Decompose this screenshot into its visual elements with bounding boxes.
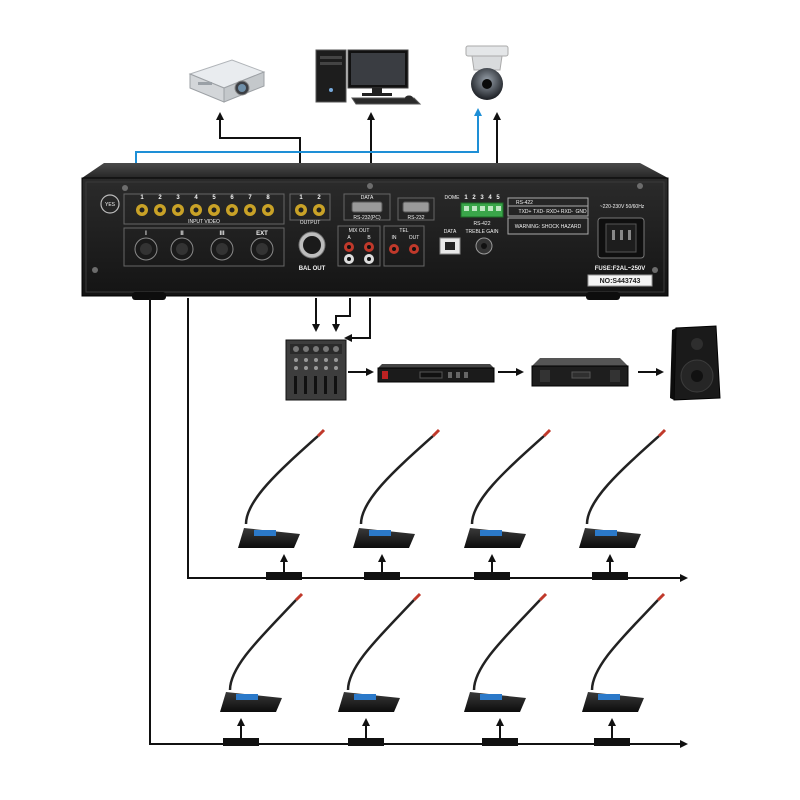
input-num-5: 5 — [212, 195, 216, 201]
mix-out-b: B — [367, 235, 371, 241]
power-amplifier — [531, 358, 629, 387]
conference-mic — [464, 428, 552, 580]
svg-text:TXD+: TXD+ — [519, 209, 532, 215]
mix-out-a: A — [347, 235, 351, 241]
svg-text:3: 3 — [480, 195, 484, 201]
mic-input-label-1: I — [145, 231, 147, 237]
svg-text:RXD-: RXD- — [561, 209, 574, 215]
projector — [188, 59, 266, 103]
mic-input-label-3: III — [219, 231, 224, 237]
input-num-2: 2 — [158, 195, 162, 201]
output-num-1: 1 — [299, 195, 303, 201]
svg-text:2: 2 — [472, 195, 476, 201]
fuse-label: FUSE:F2AL~250V — [595, 266, 646, 272]
input-video-jacks — [136, 204, 274, 216]
dome-numbers: 1 2 3 4 5 — [464, 195, 500, 201]
input-num-3: 3 — [176, 195, 180, 201]
mic-input-label-ext: EXT — [256, 231, 268, 237]
mic-bus-upper — [187, 298, 688, 582]
rs232-pc-label: RS-232(PC) — [353, 215, 381, 221]
tel-label: TEL — [399, 228, 408, 234]
input-num-8: 8 — [266, 195, 270, 201]
mic-row-lower — [220, 592, 666, 746]
input-num-4: 4 — [194, 195, 198, 201]
svg-text:5: 5 — [496, 195, 500, 201]
treble-gain-label: TREBLE GAIN — [465, 229, 498, 235]
conference-mic — [582, 592, 666, 746]
main-unit: YES 1 2 3 4 5 6 7 8 INPUT VIDEO I — [81, 163, 669, 300]
warning-label: WARNING: SHOCK HAZARD — [515, 224, 582, 230]
svg-text:RXD+: RXD+ — [546, 209, 560, 215]
bal-out-label: BAL OUT — [299, 266, 326, 272]
mic-inputs: I II III EXT — [134, 231, 274, 261]
tel-link — [344, 298, 371, 342]
svg-text:TXD-: TXD- — [533, 209, 545, 215]
mic-row-upper — [238, 428, 667, 580]
svg-text:RS-422: RS-422 — [516, 200, 533, 206]
conference-mic — [579, 428, 667, 580]
tel-out: OUT — [409, 235, 420, 241]
tel-in: IN — [392, 235, 397, 241]
computer — [315, 49, 422, 105]
rs422-table-cols: TXD+ TXD- RXD+ RXD- GND — [519, 209, 587, 215]
conference-mic — [338, 592, 422, 746]
audio-mixer — [285, 339, 347, 401]
projector-link — [216, 112, 301, 172]
signal-processor — [377, 364, 495, 383]
input-video-label: INPUT VIDEO — [188, 219, 220, 225]
mix-out-label: MIX OUT — [349, 228, 370, 234]
output-num-2: 2 — [317, 195, 321, 201]
conference-mic — [353, 428, 441, 580]
svg-text:GND: GND — [575, 209, 587, 215]
conference-mic — [464, 592, 548, 746]
input-num-7: 7 — [248, 195, 252, 201]
svg-text:1: 1 — [464, 195, 468, 201]
dome-label: DOME — [445, 195, 461, 201]
power-label: ~220-230V 50/60Hz — [600, 204, 645, 210]
input-video-numbers: 1 2 3 4 5 6 7 8 — [140, 195, 270, 201]
conference-mic — [238, 428, 326, 580]
dome-camera — [465, 45, 509, 100]
data-label: DATA — [361, 195, 374, 201]
input-num-6: 6 — [230, 195, 234, 201]
rs422-label: RS-422 — [474, 221, 491, 227]
svg-text:YES: YES — [105, 202, 116, 208]
mic-input-label-2: II — [180, 231, 184, 237]
output-label: OUTPUT — [300, 220, 321, 226]
conference-mic — [220, 592, 304, 746]
data-port-label: DATA — [444, 229, 457, 235]
input-num-1: 1 — [140, 195, 144, 201]
loudspeaker — [670, 325, 721, 401]
svg-text:4: 4 — [488, 195, 492, 201]
rs232-label: RS-232 — [408, 215, 425, 221]
mixout-b-link — [332, 298, 351, 332]
serial-label: NO:S443743 — [600, 278, 641, 285]
